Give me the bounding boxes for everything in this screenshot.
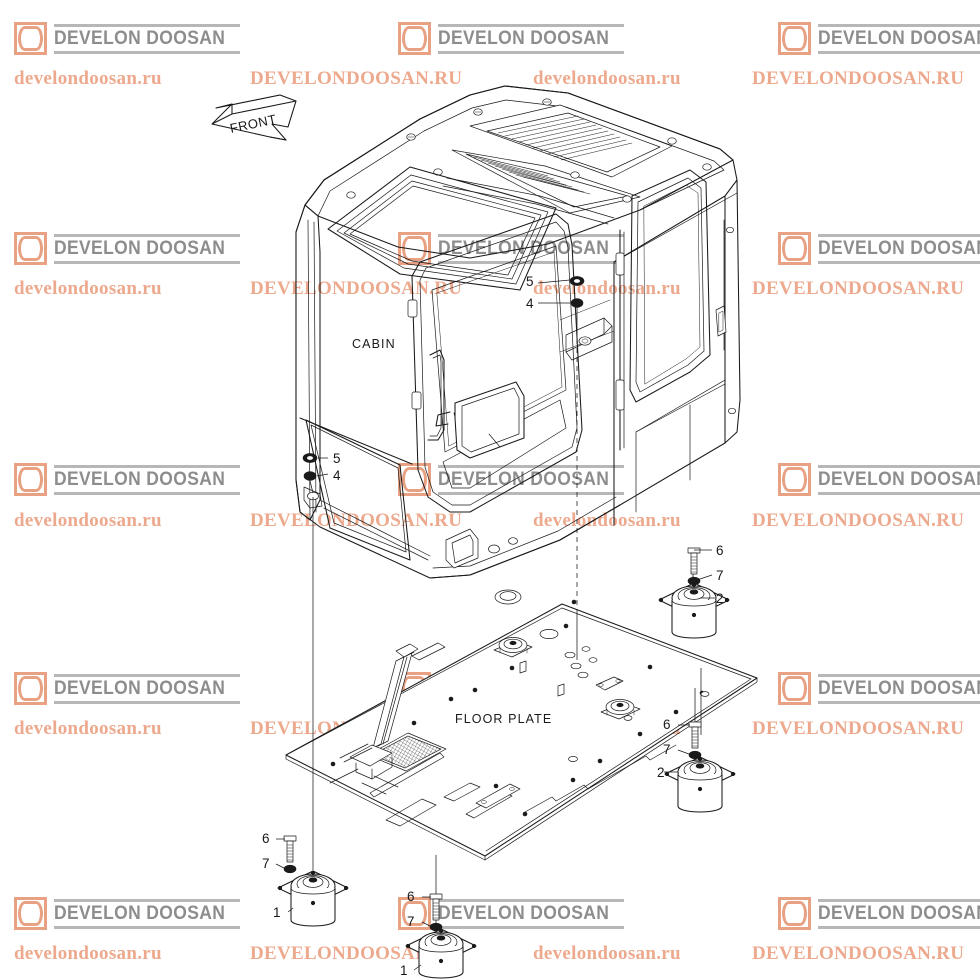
callout-1-bottom: 1 (400, 963, 408, 978)
front-arrow-label: FRONT (229, 111, 278, 136)
callout-2-upper-right: 2 (716, 591, 724, 606)
mount-body-1-bottom (405, 928, 477, 979)
bolt-6-left (283, 835, 297, 863)
callout-1-left: 1 (273, 905, 281, 920)
callout-5-upper-right: 5 (526, 274, 534, 289)
callout-7-left: 7 (262, 856, 270, 871)
washer-7-left (283, 864, 297, 874)
callout-7-lower-right: 7 (663, 742, 671, 757)
fastener-group-upper-right: 5 4 (526, 274, 585, 330)
operator-cabin: CABIN (295, 85, 741, 579)
washer-7-lower-right (688, 750, 702, 760)
fastener-group-lower-left: 5 4 (302, 451, 341, 494)
bolt-6-lower-right (688, 721, 702, 749)
mount-assembly-lower-right: 6 7 2 (657, 717, 736, 813)
bolt-6-bottom (429, 893, 443, 921)
floor-plate: FLOOR PLATE (285, 589, 758, 861)
bolt-6-upper-right (687, 547, 701, 575)
callout-6-lower-right: 6 (663, 717, 671, 732)
callout-7-bottom: 7 (407, 914, 415, 929)
callout-6-left: 6 (262, 831, 270, 846)
callout-4-upper-right: 4 (526, 296, 534, 311)
callout-6-bottom: 6 (407, 889, 415, 904)
callout-4-lower-left: 4 (333, 468, 341, 483)
callout-2-lower-right: 2 (657, 765, 665, 780)
floor-plate-label: FLOOR PLATE (455, 712, 552, 726)
callout-5-lower-left: 5 (333, 451, 341, 466)
travel-pedal-assembly (329, 642, 447, 795)
cabin-label: CABIN (352, 337, 396, 351)
mount-assembly-left: 6 7 1 (262, 831, 349, 927)
mount-body-2-upper-right (658, 582, 730, 639)
callout-6-upper-right: 6 (716, 543, 724, 558)
mount-body-1-left (277, 870, 349, 927)
mount-assembly-bottom: 6 7 1 (400, 889, 477, 979)
callout-7-upper-right: 7 (716, 568, 724, 583)
mount-assembly-upper-right: 6 7 2 (658, 543, 730, 639)
front-direction-arrow: FRONT (211, 94, 297, 141)
mount-body-2-lower-right (664, 756, 736, 813)
